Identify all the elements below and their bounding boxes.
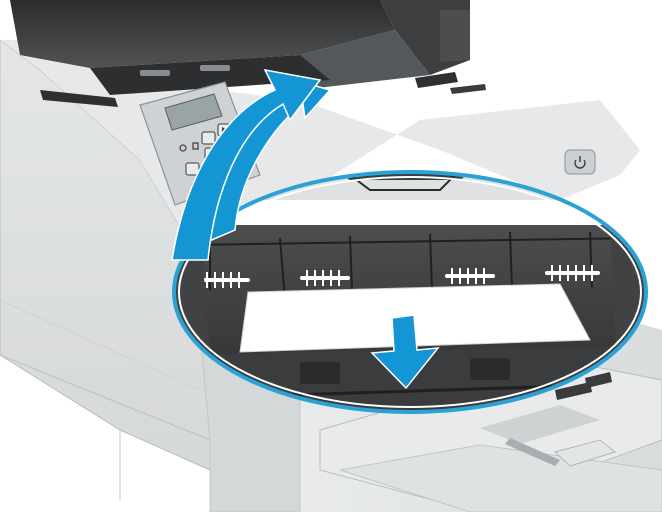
- cavity-ribs: [189, 231, 641, 301]
- power-button: [564, 149, 596, 175]
- callout-connector-arrow: [171, 68, 322, 261]
- scanner-lid: [10, 0, 486, 107]
- left-latch: [40, 90, 118, 107]
- slot-hinge-right: [200, 65, 230, 71]
- pull-down-arrow: [370, 314, 440, 390]
- wrench-icon: [185, 162, 200, 176]
- right-latch: [415, 72, 458, 88]
- power-icon: [574, 156, 586, 169]
- slot-hinge-left: [140, 70, 170, 76]
- callout-outline: [172, 170, 648, 414]
- lock-icon: [192, 142, 199, 150]
- lcd-display: [164, 93, 223, 131]
- rollers: [200, 271, 600, 282]
- output-tray: [319, 359, 662, 512]
- power-small-icon: [179, 144, 187, 152]
- back-icon: [201, 131, 216, 145]
